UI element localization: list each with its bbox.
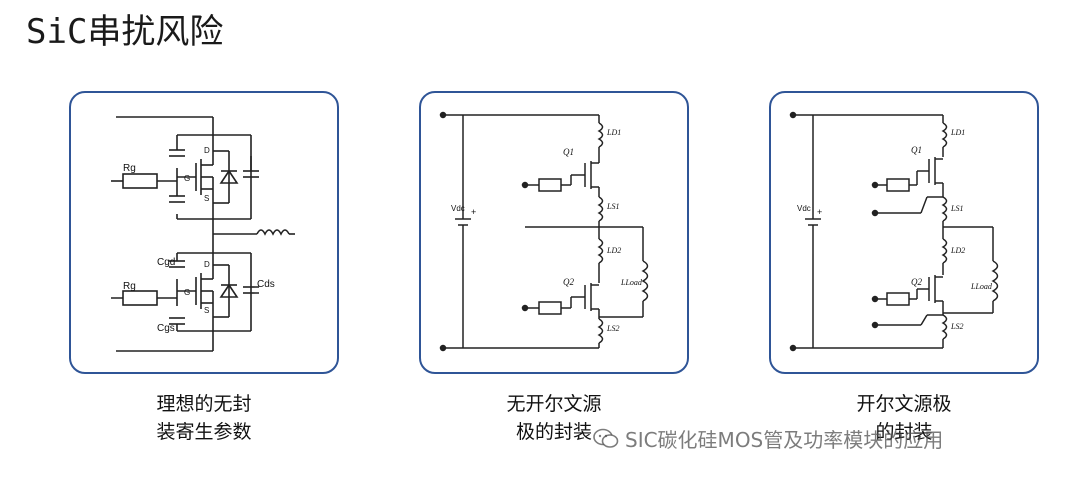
panel-ideal: Rg D G S Cgd Rg D G S Cds Cgs — [69, 91, 339, 374]
label-s1: S — [204, 194, 209, 203]
wechat-icon — [593, 428, 619, 455]
label-cds: Cds — [257, 279, 275, 290]
caption-no-kelvin-line1: 无开尔文源 — [506, 393, 602, 415]
caption-no-kelvin: 无开尔文源 极的封装 — [434, 390, 674, 446]
circuit-ideal: Rg D G S Cgd Rg D G S Cds Cgs — [111, 116, 295, 352]
caption-ideal-line1: 理想的无封 — [156, 393, 252, 415]
caption-ideal: 理想的无封 装寄生参数 — [84, 390, 324, 446]
label-cgd: Cgd — [157, 257, 175, 268]
label-ls2: LS2 — [950, 322, 963, 331]
label-q2: Q2 — [563, 277, 574, 287]
panel-no-kelvin: Vdc + Q1 Q2 LD1 LS1 LD2 LS2 LLoad — [419, 91, 689, 374]
label-s2: S — [204, 306, 209, 315]
label-d1: D — [204, 146, 210, 155]
label-g2: G — [184, 288, 190, 297]
label-rg1: Rg — [123, 163, 136, 174]
label-ls1: LS1 — [606, 202, 619, 211]
label-ld1: LD1 — [950, 128, 965, 137]
watermark-text: SIC碳化硅MOS管及功率模块的应用 — [625, 428, 944, 452]
label-d2: D — [204, 260, 210, 269]
caption-no-kelvin-line2: 极的封装 — [515, 421, 592, 443]
label-ls1: LS1 — [950, 204, 963, 213]
label-g1: G — [184, 174, 190, 183]
label-ld2: LD2 — [950, 246, 965, 255]
label-q1: Q1 — [563, 147, 574, 157]
label-q1: Q1 — [911, 145, 922, 155]
label-lload: LLoad — [620, 278, 643, 287]
caption-ideal-line2: 装寄生参数 — [156, 421, 252, 443]
label-vdc: Vdc — [451, 204, 465, 213]
caption-kelvin-line2: 的封装 — [875, 421, 933, 443]
watermark: SIC碳化硅MOS管及功率模块的应用 — [593, 424, 943, 455]
panel-kelvin: Vdc + Q1 Q2 LD1 LS1 LD2 LS2 LLoad — [769, 91, 1039, 374]
label-ld2: LD2 — [606, 246, 621, 255]
label-rg2: Rg — [123, 281, 136, 292]
circuit-kelvin: Vdc + Q1 Q2 LD1 LS1 LD2 LS2 LLoad — [789, 111, 999, 352]
label-q2: Q2 — [911, 277, 922, 287]
svg-text:+: + — [471, 207, 476, 217]
label-ld1: LD1 — [606, 128, 621, 137]
page-title: SiC串扰风险 — [26, 12, 224, 52]
caption-kelvin: 开尔文源极 的封装 — [784, 390, 1024, 446]
label-ls2: LS2 — [606, 324, 619, 333]
label-cgs: Cgs — [157, 323, 175, 334]
label-lload: LLoad — [970, 282, 993, 291]
caption-kelvin-line1: 开尔文源极 — [856, 393, 952, 415]
label-vdc: Vdc — [797, 204, 811, 213]
circuit-no-kelvin: Vdc + Q1 Q2 LD1 LS1 LD2 LS2 LLoad — [439, 111, 649, 352]
svg-text:+: + — [817, 207, 822, 217]
